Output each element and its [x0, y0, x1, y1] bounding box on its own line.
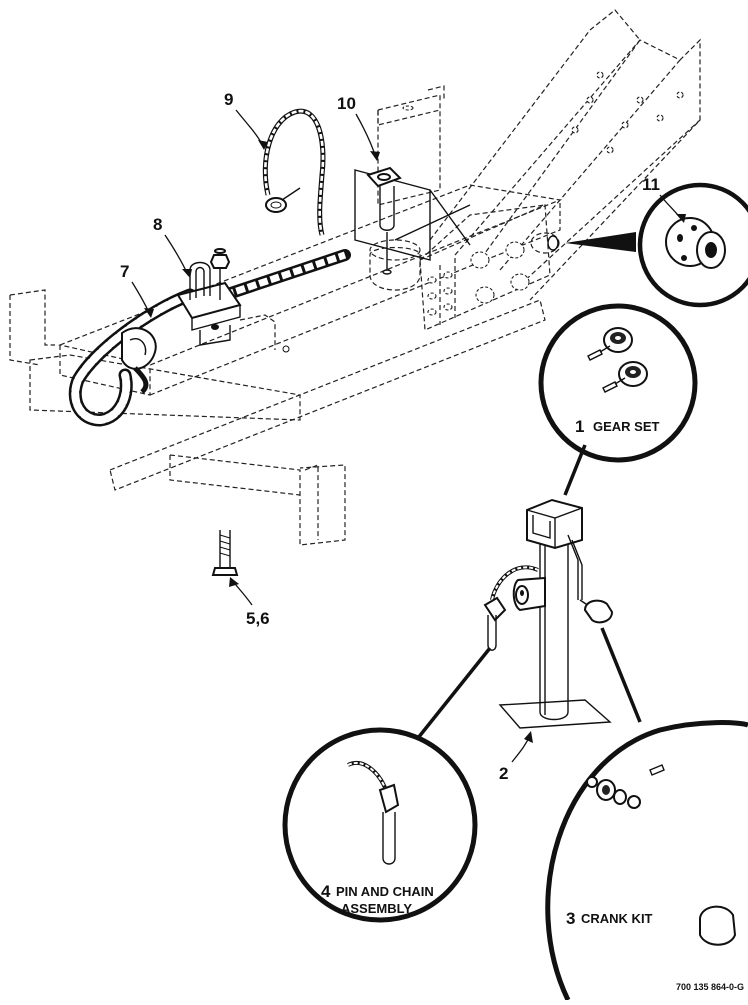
frame-tongue: [9, 9, 701, 546]
hitch-pin: [354, 166, 471, 291]
callout-10: 10: [337, 94, 356, 113]
inset-crank-kit: 3 CRANK KIT: [545, 720, 748, 1002]
callout-5-6: 5,6: [246, 609, 270, 628]
reference-code: 700 135 864-0-G: [676, 982, 744, 992]
callout-11: 11: [642, 175, 660, 194]
safety-chain: [68, 249, 351, 427]
pin-chain: [262, 108, 326, 236]
gear-set-number: 1: [575, 417, 584, 436]
crank-kit-number: 3: [566, 909, 575, 928]
gear-icon: [587, 327, 633, 361]
jack-assembly: [483, 498, 614, 729]
gear-icon: [602, 361, 648, 393]
inset-pin-chain: 4 PIN AND CHAIN ASSEMBLY: [282, 727, 478, 923]
frame-bolt: [211, 530, 239, 576]
gear-set-label: GEAR SET: [593, 419, 660, 434]
inset-leaders: [416, 444, 642, 740]
inset-gear-set: 1 GEAR SET: [538, 303, 698, 463]
callout-8: 8: [153, 215, 162, 234]
callout-2: 2: [499, 764, 508, 783]
pin-chain-number: 4: [321, 882, 331, 901]
crank-gear-icon: [586, 764, 665, 809]
pin-chain-label-line2: ASSEMBLY: [341, 901, 412, 916]
callouts: 9 10 8 7 11 5,6 2: [120, 90, 686, 783]
chain-plate: [176, 248, 290, 353]
frame-coupler: [530, 232, 636, 254]
frame-holes: [402, 71, 684, 316]
callout-9: 9: [224, 90, 233, 109]
inset-coupler: [637, 182, 748, 308]
pin-chain-label-line1: PIN AND CHAIN: [336, 884, 434, 899]
callout-7: 7: [120, 262, 129, 281]
crank-kit-label: CRANK KIT: [581, 911, 653, 926]
